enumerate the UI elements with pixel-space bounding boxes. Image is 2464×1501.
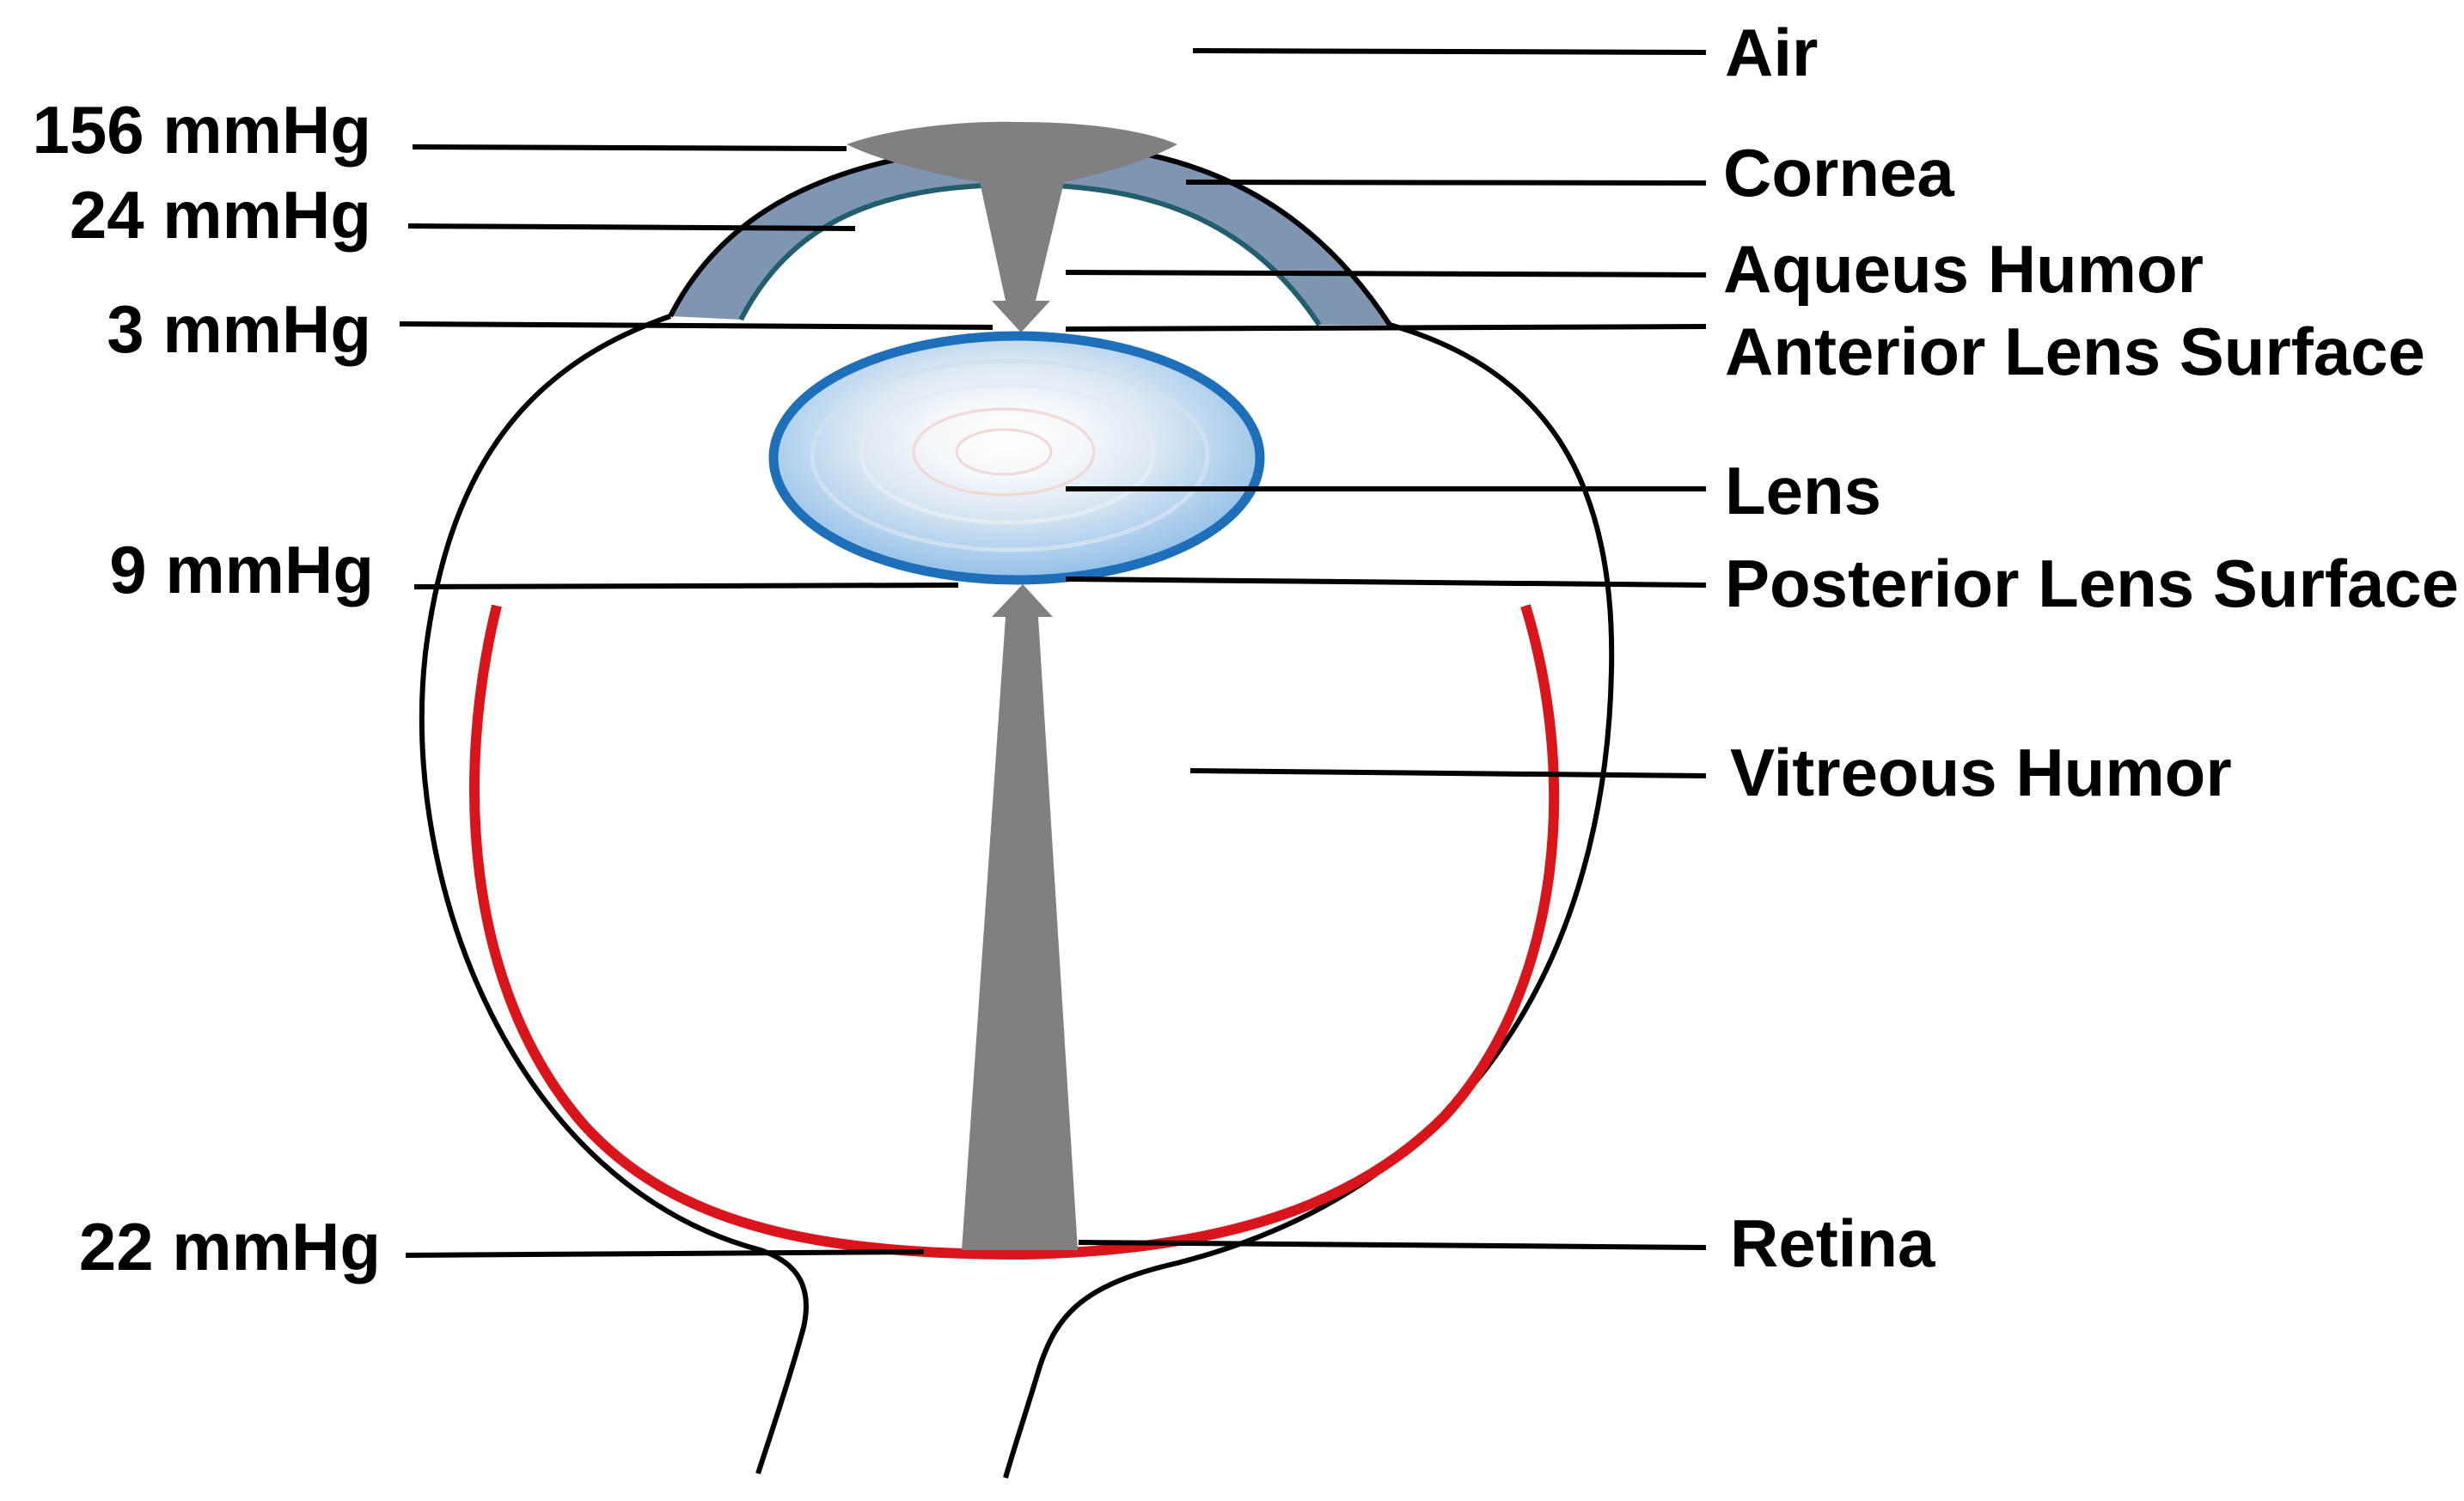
pressure-label-cornea-surface: 156 mmHg <box>33 92 372 168</box>
leader-air <box>1192 48 1707 55</box>
pressure-label-retina: 22 mmHg <box>79 1209 381 1284</box>
retina <box>468 604 1560 1260</box>
leader-22-mmhg <box>405 1249 925 1258</box>
structure-label-vitreous-humor: Vitreous Humor <box>1730 735 2232 810</box>
vitreous-pressure-arrow <box>962 584 1078 1250</box>
leader-cornea <box>1185 180 1707 186</box>
leader-retina <box>1078 1240 1707 1250</box>
lens-ring <box>912 407 1096 497</box>
lens-body <box>773 336 1260 580</box>
structure-label-lens: Lens <box>1725 453 1881 528</box>
structure-label-retina: Retina <box>1730 1205 1935 1281</box>
structure-label-anterior-lens-surface: Anterior Lens Surface <box>1725 314 2425 389</box>
leader-anterior-lens-surface <box>1065 324 1707 332</box>
lens-ring <box>859 382 1156 525</box>
leader-156-mmhg <box>412 144 847 151</box>
cornea <box>670 143 1390 325</box>
structure-label-aqueus-humor: Aqueus Humor <box>1723 231 2204 307</box>
structure-label-air: Air <box>1725 15 1818 90</box>
leader-vitreous-humor <box>1189 768 1707 778</box>
leader-3-mmhg <box>399 321 994 330</box>
structure-label-cornea: Cornea <box>1723 135 1954 211</box>
leader-9-mmhg <box>413 583 959 589</box>
cornea-pressure-arrow <box>847 121 1177 333</box>
pressure-label-posterior-lens: 9 mmHg <box>109 532 374 607</box>
leader-aqueus-humor <box>1065 270 1707 278</box>
structure-label-posterior-lens-surface: Posterior Lens Surface <box>1725 546 2459 621</box>
pressure-label-anterior-lens: 3 mmHg <box>107 291 371 367</box>
eyeball-outline <box>419 314 809 1474</box>
lens-ring <box>810 358 1210 552</box>
lens-rim <box>768 331 1265 585</box>
leader-24-mmhg <box>407 223 856 231</box>
lens-ring <box>955 428 1053 476</box>
pressure-label-cornea-inner: 24 mmHg <box>70 177 371 253</box>
leader-posterior-lens-surface <box>1065 577 1707 588</box>
